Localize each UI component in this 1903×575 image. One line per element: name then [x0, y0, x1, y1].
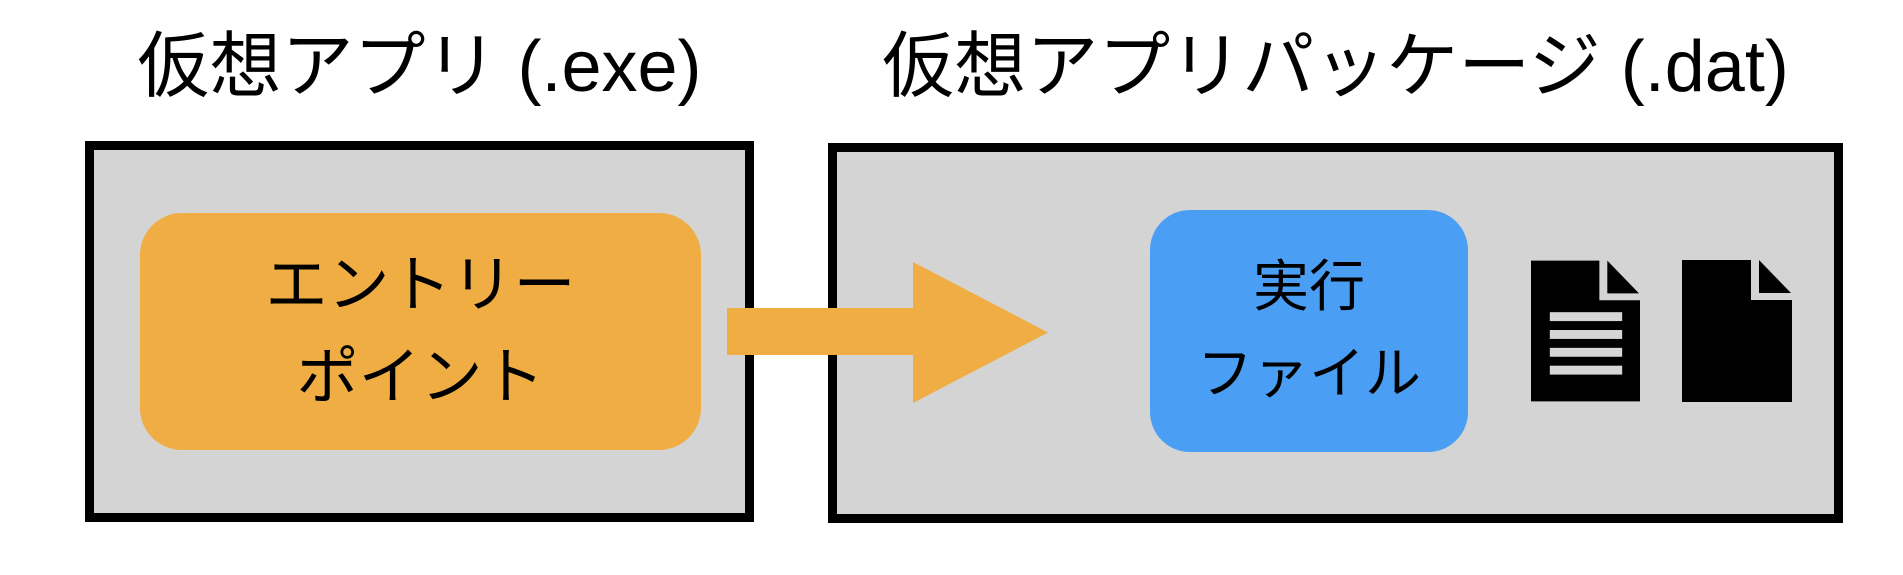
- executable-file-label-line1: 実行: [1253, 255, 1365, 319]
- right-group-title: 仮想アプリパッケージ (.dat): [882, 27, 1789, 107]
- doc-text-icon: [1531, 260, 1640, 402]
- doc-icon: [1682, 260, 1792, 402]
- executable-file-label-line2: ファイル: [1197, 342, 1421, 405]
- left-group-title: 仮想アプリ (.exe): [137, 27, 702, 107]
- entry-point-label-line2: ポイント: [296, 342, 545, 412]
- entry-point-node: エントリー ポイント: [140, 213, 701, 450]
- arrow-right-icon: [727, 262, 1048, 403]
- entry-point-label-line1: エントリー: [265, 250, 576, 320]
- executable-file-node: 実行 ファイル: [1150, 210, 1468, 452]
